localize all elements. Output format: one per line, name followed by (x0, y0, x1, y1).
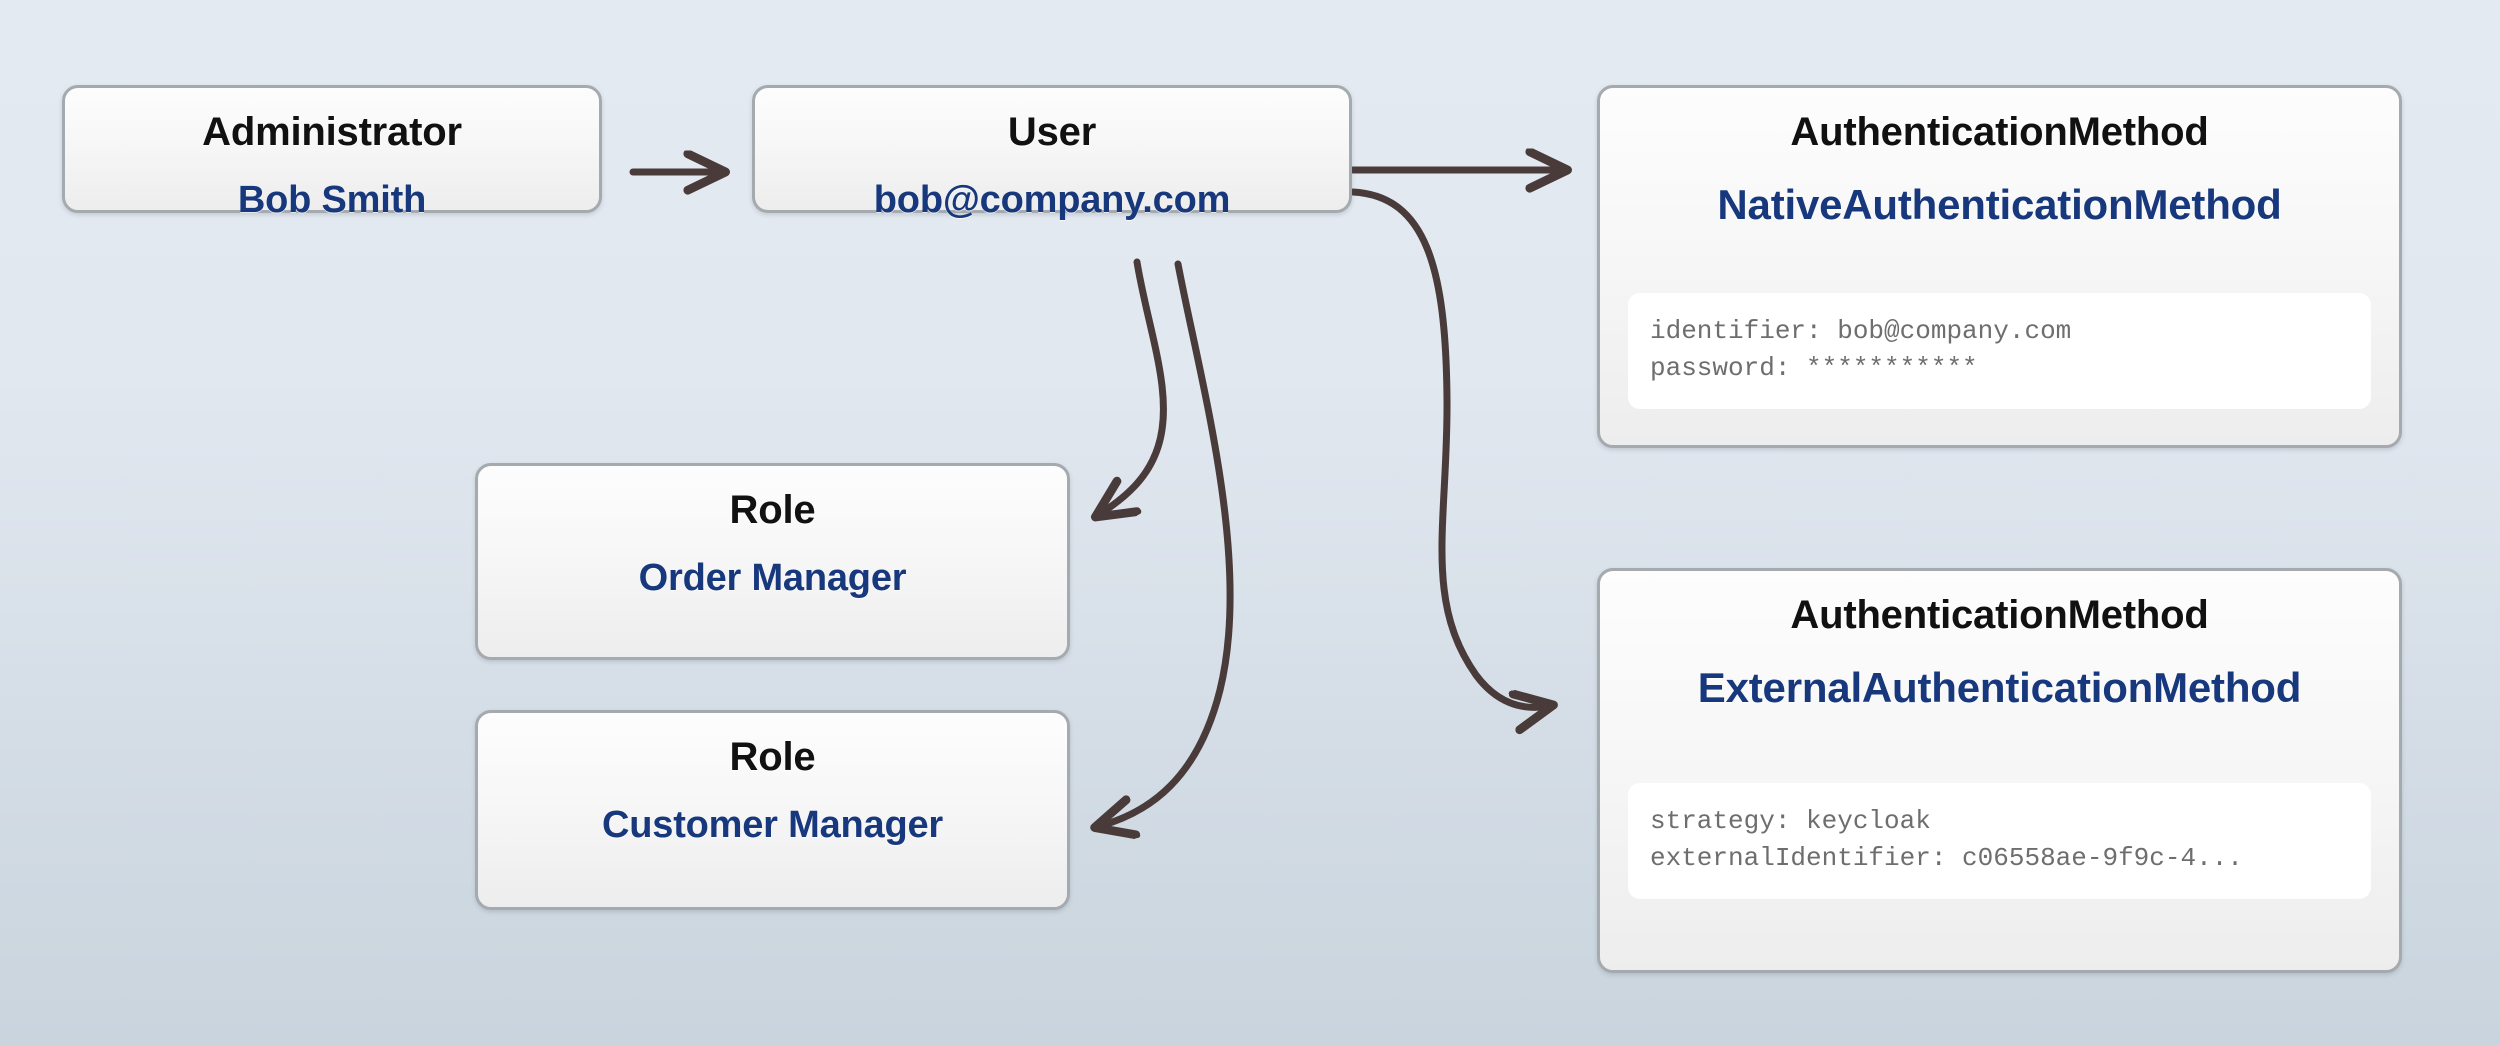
external-auth-detail-strategy: strategy: keycloak (1650, 806, 1931, 836)
node-native-authentication-method-type: AuthenticationMethod (1790, 110, 2209, 154)
node-role-order-manager[interactable]: Role Order Manager (475, 463, 1070, 660)
node-external-authentication-method-value: ExternalAuthenticationMethod (1697, 664, 2302, 711)
node-user[interactable]: User bob@company.com (752, 85, 1352, 221)
external-auth-detail-external-identifier: externalIdentifier: c06558ae-9f9c-4... (1650, 842, 2243, 873)
node-native-authentication-method-value: NativeAuthenticationMethod (1717, 181, 2282, 228)
node-external-authentication-method[interactable]: AuthenticationMethod ExternalAuthenticat… (1597, 568, 2402, 973)
node-role-customer-manager-value: Customer Manager (602, 804, 943, 846)
node-role-customer-manager[interactable]: Role Customer Manager (475, 710, 1070, 910)
edge-user-to-role-customer (1100, 260, 1234, 826)
native-auth-detail-panel: identifier: bob@company.com password: **… (1628, 293, 2371, 409)
edge-user-to-auth-external (1349, 188, 1548, 707)
node-administrator-type: Administrator (202, 110, 462, 154)
node-user-value: bob@company.com (873, 179, 1231, 221)
edge-user-to-role-order (1100, 258, 1167, 514)
node-role-customer-manager-type: Role (729, 735, 816, 779)
node-native-authentication-method[interactable]: AuthenticationMethod NativeAuthenticatio… (1597, 85, 2402, 448)
node-user-type: User (1007, 110, 1097, 154)
node-role-order-manager-type: Role (729, 488, 816, 532)
external-auth-detail-panel: strategy: keycloak externalIdentifier: c… (1628, 783, 2371, 899)
node-administrator[interactable]: Administrator Bob Smith (62, 85, 602, 221)
node-external-authentication-method-type: AuthenticationMethod (1790, 593, 2209, 637)
native-auth-detail-password: password: *********** (1650, 352, 1978, 383)
native-auth-detail-identifier: identifier: bob@company.com (1650, 316, 2072, 346)
node-administrator-value: Bob Smith (237, 179, 427, 221)
node-role-order-manager-value: Order Manager (638, 557, 907, 599)
